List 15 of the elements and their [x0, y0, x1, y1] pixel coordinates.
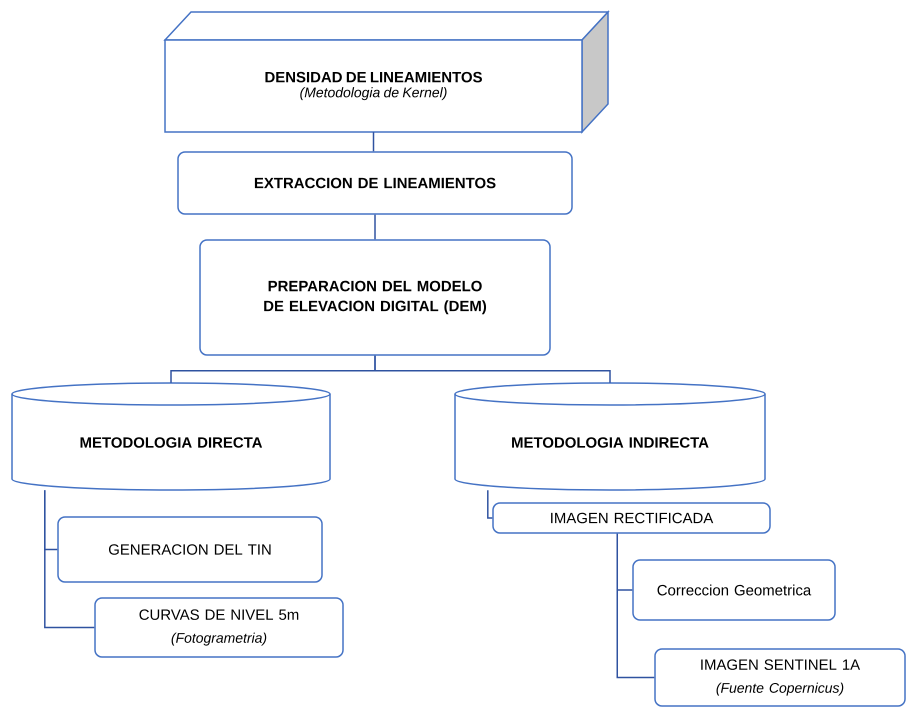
connector-line: [44, 490, 94, 628]
process-box: IMAGEN RECTIFICADA: [492, 502, 771, 534]
cylinder: METODOLOGIA DIRECTA: [11, 382, 331, 491]
process-box: PREPARACION DEL MODELO DE ELEVACION DIGITAL (DEM): [199, 239, 551, 356]
connector-line: [374, 214, 376, 240]
process-box: EXTRACCION DE LINEAMIENTOS: [177, 151, 573, 215]
connector-line: [487, 490, 492, 519]
process-box: CURVAS DE NIVEL 5m (Fotogrametria): [94, 597, 344, 658]
cylinder: METODOLOGIA INDIRECTA: [454, 382, 766, 491]
connector-line: [372, 132, 374, 152]
process-box: IMAGEN SENTINEL 1A (Fuente Copernicus): [654, 648, 906, 707]
connector-line: [374, 356, 611, 383]
connector-line: [616, 534, 654, 678]
process-box: GENERACION DEL TIN: [57, 516, 323, 583]
process-box: Correccion Geometrica: [632, 559, 836, 621]
